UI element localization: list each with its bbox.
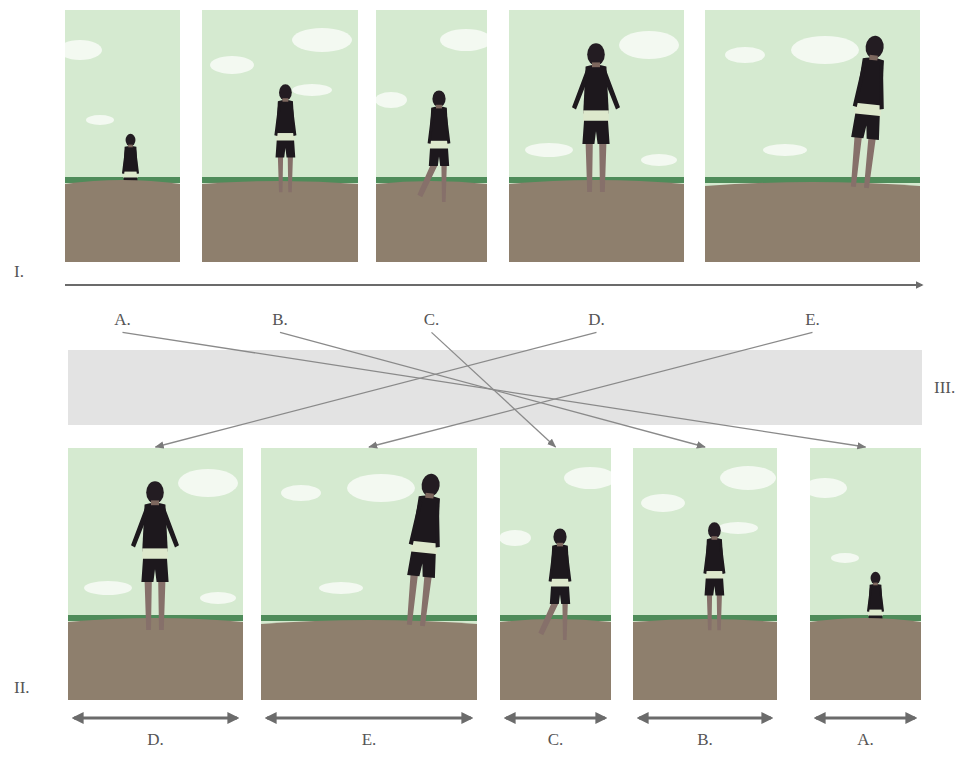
width-arrows: [74, 717, 915, 720]
row-numeral: I.: [14, 262, 24, 282]
photo-frame: E.: [705, 10, 920, 330]
frame-letter: A.: [810, 730, 921, 750]
photo: [68, 448, 243, 700]
photo: [58, 10, 180, 262]
transition-band: [68, 350, 922, 425]
frame-letter: D.: [68, 730, 243, 750]
photo-frame: D.: [509, 10, 684, 330]
photo: [499, 448, 616, 700]
photo: [803, 448, 921, 700]
reorder-arrow: [156, 332, 597, 447]
photo-frame: E.: [261, 448, 477, 750]
photo: [202, 10, 358, 262]
frame-letter: B.: [202, 310, 358, 330]
frame-letter: A.: [65, 310, 180, 330]
photo-frame: C.: [376, 10, 487, 330]
photo-frame: A.: [65, 10, 180, 330]
photo-frame: D.: [68, 448, 243, 750]
frame-letter: C.: [376, 310, 487, 330]
frame-letter: C.: [500, 730, 611, 750]
photo-frame: B.: [633, 448, 777, 750]
photo: [705, 10, 920, 262]
sequence-arrow: [65, 284, 922, 286]
row-numeral: II.: [14, 678, 30, 698]
reorder-arrow: [280, 332, 705, 447]
frame-letter: E.: [261, 730, 477, 750]
photo: [509, 10, 684, 262]
frame-letter: D.: [509, 310, 684, 330]
photo: [375, 10, 492, 262]
row-numeral: III.: [934, 378, 955, 398]
photo: [261, 448, 477, 700]
reorder-arrow: [123, 332, 866, 447]
photo-frame: B.: [202, 10, 358, 330]
reorder-arrow: [432, 332, 556, 447]
frame-letter: B.: [633, 730, 777, 750]
photo-frame: C.: [500, 448, 611, 750]
photo: [633, 448, 777, 700]
frame-letter: E.: [705, 310, 920, 330]
reorder-arrow: [369, 332, 813, 447]
photo-frame: A.: [810, 448, 921, 750]
